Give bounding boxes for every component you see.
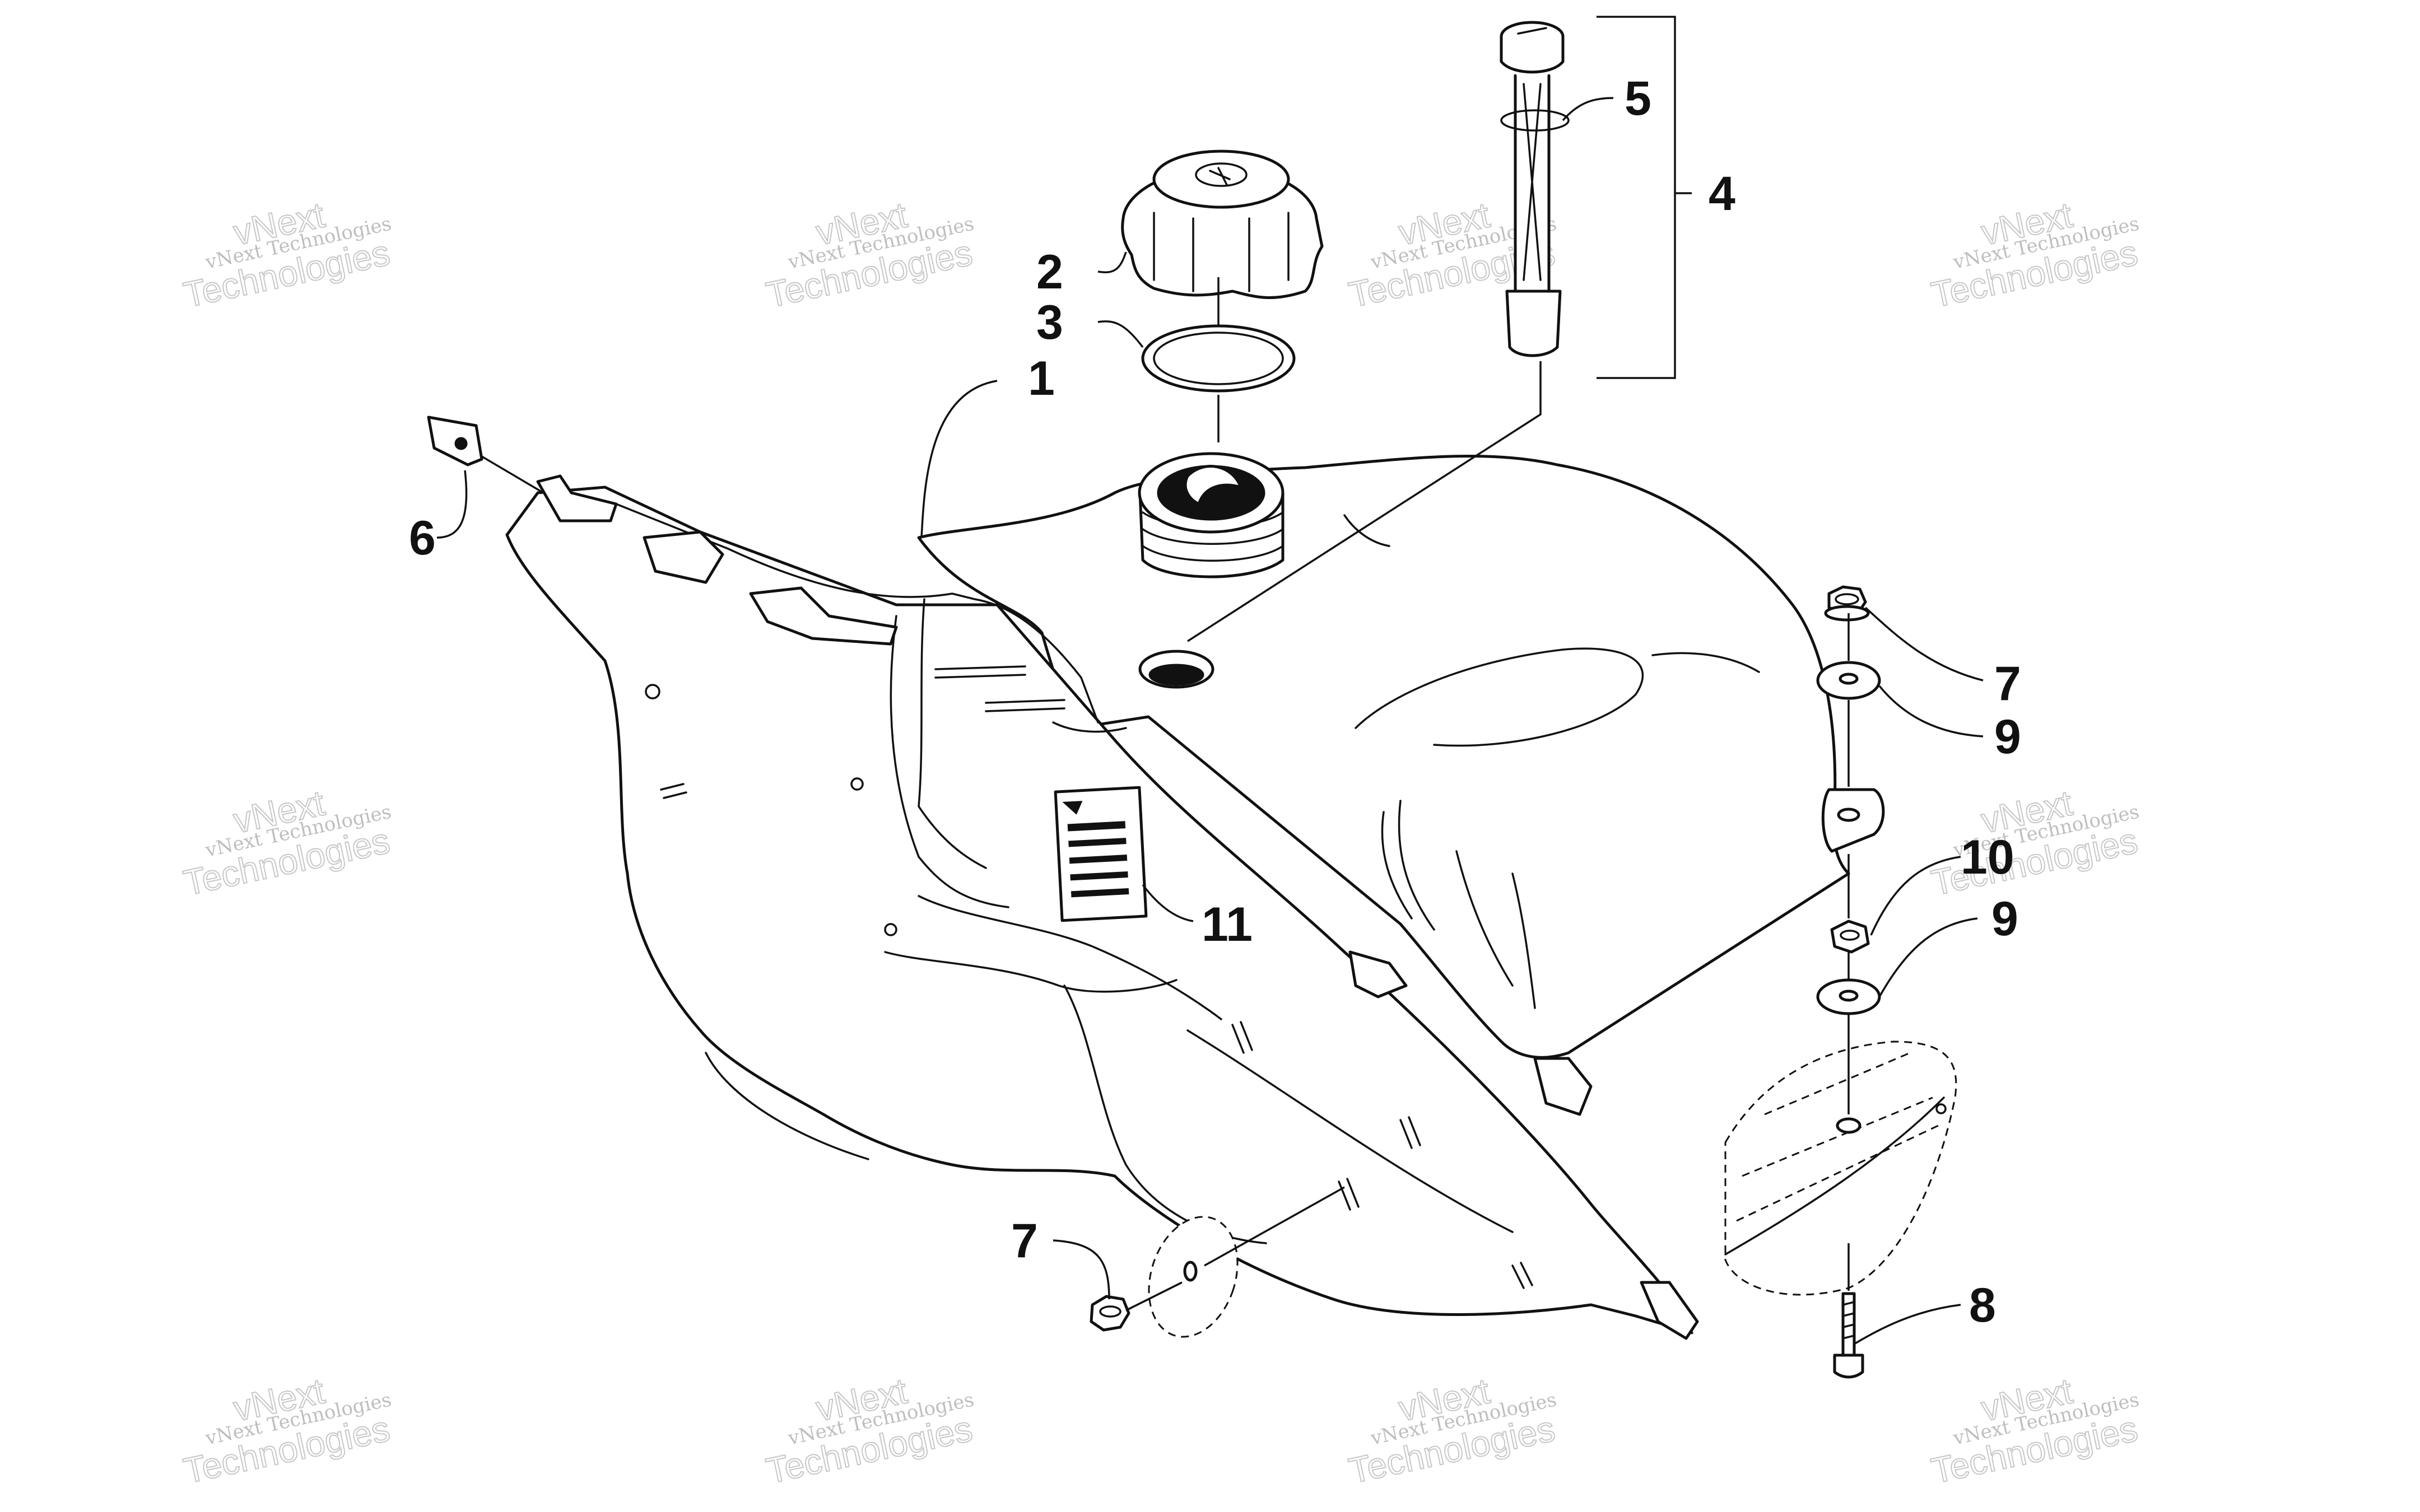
mounting-tab	[643, 530, 724, 584]
fuel-tank-lower-contour	[1186, 1029, 1514, 1233]
threaded-stud	[934, 665, 1026, 679]
callout-1: 1	[1028, 352, 1055, 405]
threaded-stud	[1231, 1021, 1253, 1054]
fuel-tank-top-contour	[1355, 647, 1644, 747]
mounting-tab	[536, 474, 618, 522]
threaded-stud	[985, 699, 1065, 712]
sender-o-ring	[1500, 109, 1570, 132]
rubber-washer-lower-left	[1148, 1216, 1239, 1338]
leader-lines	[436, 97, 1984, 1345]
watermark: vNext Technologies vNext Technologies	[180, 782, 394, 903]
rubber-washer-lower	[1816, 978, 1881, 1015]
watermark: vNext Technologies vNext Technologies	[762, 1370, 976, 1491]
fuel-tank-top-contour	[1343, 514, 1390, 547]
fuel-tank-top-contour	[1651, 652, 1760, 673]
mounting-tab	[1533, 1057, 1593, 1116]
flange-nut-upper	[1824, 585, 1870, 622]
threaded-stud	[1511, 1262, 1533, 1289]
cap-gasket	[1141, 324, 1296, 393]
watermark: vNext Technologies vNext Technologies	[180, 1370, 394, 1491]
fuel-tank-lower-contour	[705, 1052, 869, 1160]
filler-neck	[1138, 452, 1285, 578]
callout-10: 10	[1961, 830, 2014, 884]
threaded-stud	[1399, 1116, 1421, 1149]
vent-hose	[1455, 850, 1514, 987]
watermark: vNext Technologies vNext Technologies	[762, 194, 976, 315]
speed-nut-clip	[427, 416, 483, 466]
callout-8: 8	[1969, 1278, 1996, 1332]
frame-mount-plate	[1724, 1040, 1957, 1296]
callout-5: 5	[1625, 72, 1651, 125]
vent-hose	[1511, 872, 1536, 1009]
mounting-hole	[850, 777, 864, 791]
lock-nut	[1830, 920, 1870, 954]
fuel-tank	[505, 452, 1850, 1340]
vent-hose	[1381, 811, 1413, 920]
callout-7a: 7	[1994, 657, 2021, 711]
mounting-bracket-tab	[1821, 788, 1885, 853]
mounting-tab	[1348, 950, 1408, 998]
mounting-tab	[1640, 1281, 1699, 1340]
mounting-bolt	[1833, 1292, 1864, 1379]
watermark: vNext Technologies vNext Technologies	[180, 194, 394, 315]
fuel-tank-lower-rib	[918, 895, 1222, 1020]
watermark: vNext Technologies vNext Technologies	[1928, 782, 2142, 903]
callout-4: 4	[1709, 167, 1735, 221]
sender-port-opening	[1148, 664, 1204, 686]
callout-9a: 9	[1994, 710, 2021, 764]
fuel-tank-seam	[1567, 872, 1850, 1054]
threaded-stud	[660, 783, 687, 799]
callout-11: 11	[1202, 898, 1253, 951]
rubber-washer-upper	[1816, 661, 1881, 700]
callout-7b: 7	[1011, 1214, 1038, 1268]
mounting-hole	[884, 923, 897, 936]
watermark: vNext Technologies vNext Technologies	[1928, 194, 2142, 315]
callout-labels: 1 2 3 4 5 6 7 7 8 9 9 10 11	[409, 72, 2021, 1332]
fuel-gauge-sender	[1500, 21, 1570, 357]
flange-nut-lower	[1090, 1295, 1130, 1332]
vent-hose	[1398, 800, 1435, 931]
watermark: vNext Technologies vNext Technologies	[1928, 1370, 2142, 1491]
callout-3: 3	[1036, 296, 1063, 349]
fuel-tank-lower-rib	[884, 951, 1178, 993]
mounting-hole	[645, 684, 660, 699]
fuel-tank-side-rib	[890, 615, 1009, 908]
mounting-tab	[749, 586, 898, 646]
warning-label	[1054, 786, 1148, 922]
callout-2: 2	[1036, 245, 1063, 299]
watermark: vNext Technologies vNext Technologies	[1345, 1370, 1559, 1491]
callout-9b: 9	[1991, 892, 2018, 946]
fuel-tank-side-rib	[918, 598, 987, 869]
fuel-tank-flange	[548, 492, 1127, 733]
assembly-bracket	[1597, 16, 1692, 379]
fuel-cap	[1121, 150, 1324, 300]
threaded-stud	[1338, 1178, 1360, 1211]
callout-6: 6	[409, 511, 436, 565]
